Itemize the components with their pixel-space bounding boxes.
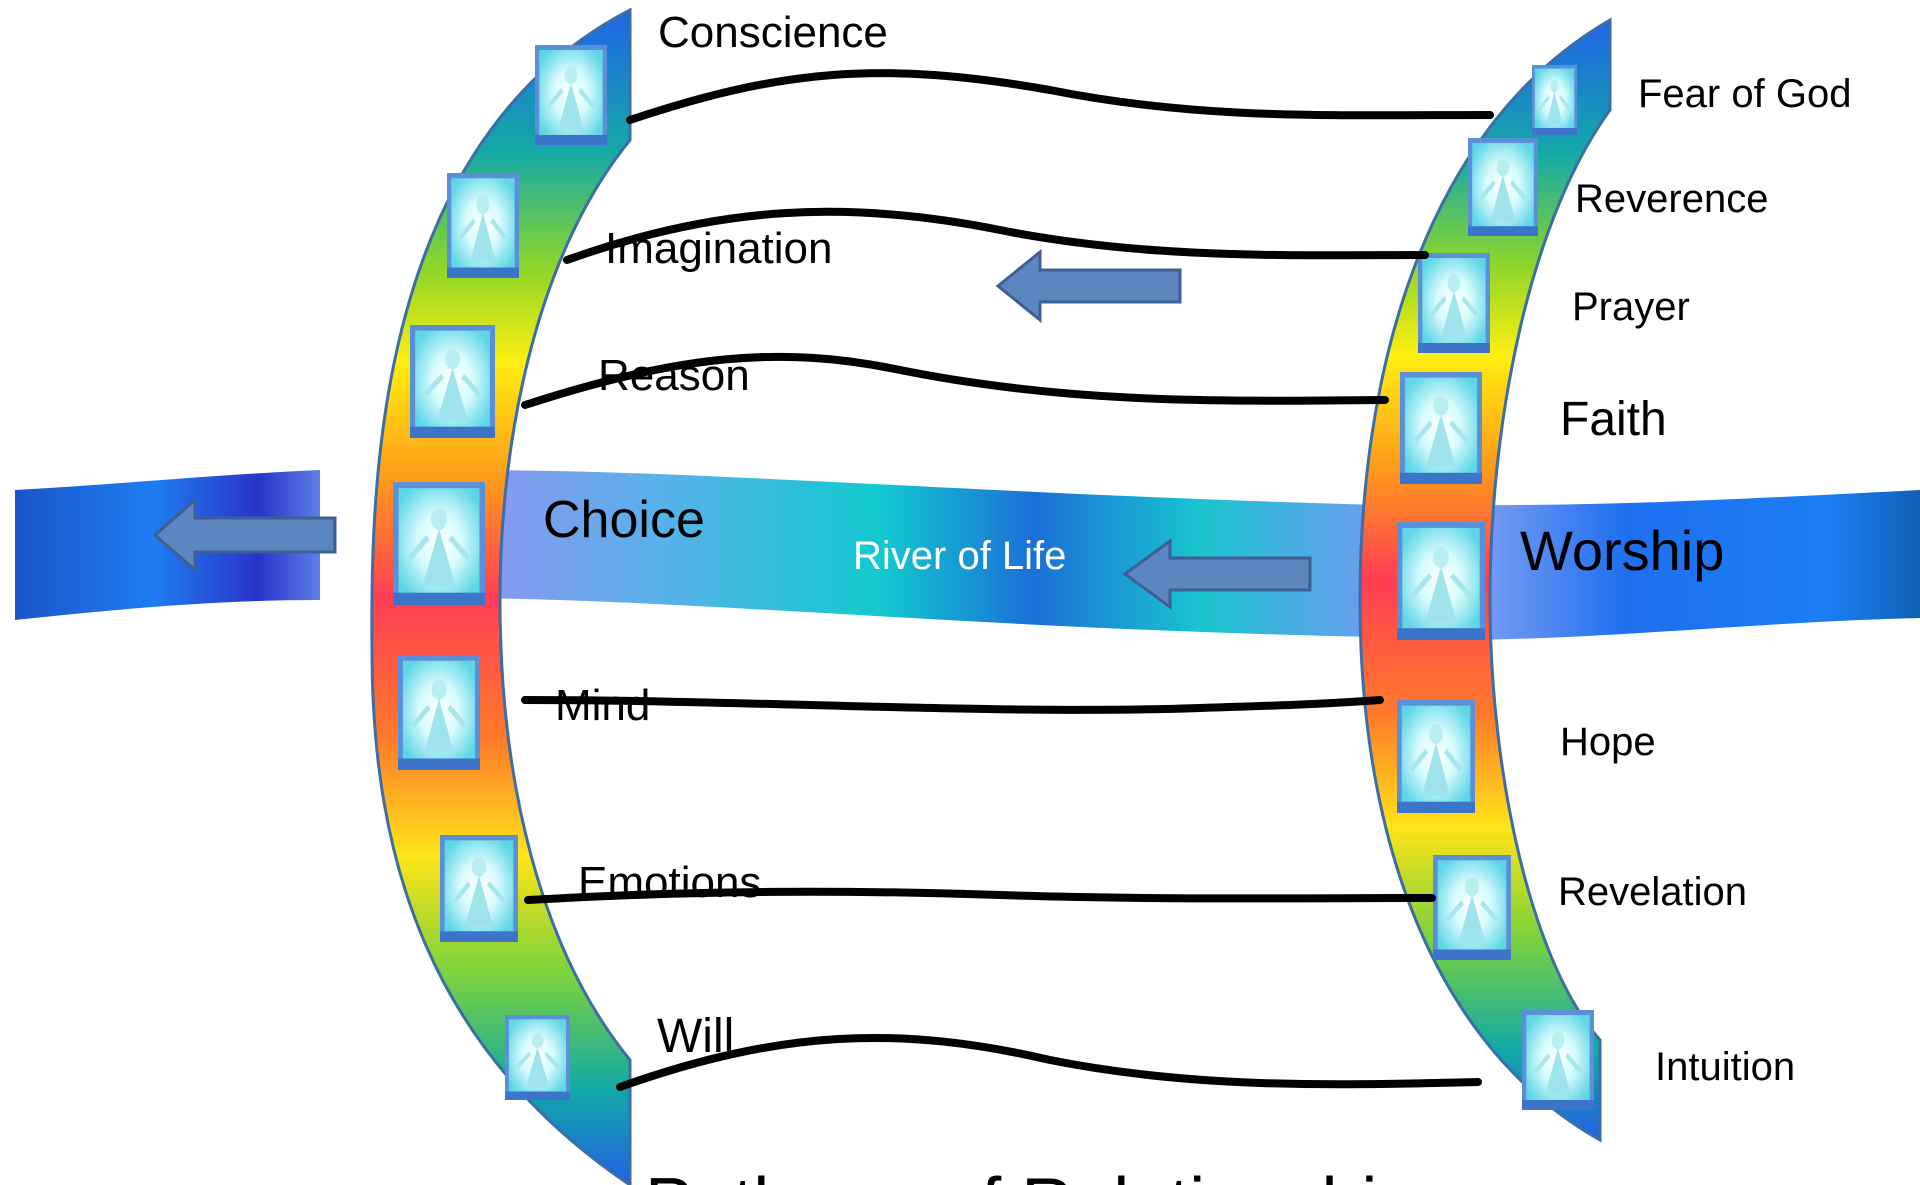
door-with-figure-icon	[1530, 63, 1579, 137]
door-with-figure-icon	[447, 173, 519, 278]
door-with-figure-icon	[1418, 253, 1490, 353]
left-arrow-icon	[995, 248, 1182, 324]
door-with-figure-icon	[1397, 700, 1475, 813]
label-reason: Reason	[598, 351, 750, 400]
line-emotions-revelation	[524, 887, 1436, 904]
line-mind-hope	[521, 696, 1384, 714]
river-of-life-label: River of Life	[853, 534, 1066, 578]
door-with-figure-icon	[440, 835, 518, 942]
label-prayer: Prayer	[1572, 285, 1690, 329]
label-emotions: Emotions	[578, 858, 761, 907]
door-with-figure-icon	[393, 482, 485, 605]
connection-lines	[521, 69, 1494, 1091]
door-with-figure-icon	[1397, 522, 1485, 640]
label-conscience: Conscience	[658, 8, 888, 57]
label-mind: Mind	[555, 681, 650, 730]
label-fear-of-god: Fear of God	[1638, 72, 1851, 116]
door-with-figure-icon	[1433, 855, 1511, 960]
label-imagination: Imagination	[605, 224, 832, 273]
label-choice: Choice	[543, 491, 705, 549]
label-faith: Faith	[1560, 393, 1667, 446]
footer-title: Pathway of Relationship	[645, 1164, 1417, 1185]
door-with-figure-icon	[410, 325, 495, 438]
left-faculties-band	[370, 7, 632, 1185]
label-hope: Hope	[1560, 720, 1656, 764]
line-conscience-fear-of-god	[626, 69, 1494, 124]
door-with-figure-icon	[505, 1015, 570, 1100]
left-arrow-icon	[1122, 538, 1312, 610]
door-with-figure-icon	[1468, 138, 1538, 236]
label-worship: Worship	[1520, 519, 1724, 582]
door-with-figure-icon	[398, 655, 480, 770]
label-reverence: Reverence	[1575, 177, 1768, 221]
line-imagination-reverence	[563, 207, 1429, 264]
label-revelation: Revelation	[1558, 870, 1747, 914]
label-will: Will	[657, 1010, 734, 1063]
door-with-figure-icon	[1400, 372, 1482, 484]
river-right-segment	[1470, 490, 1920, 640]
left-arrow-icon	[152, 496, 337, 574]
label-intuition: Intuition	[1655, 1045, 1795, 1089]
door-with-figure-icon	[535, 45, 607, 145]
line-will-intuition	[616, 1033, 1482, 1091]
door-with-figure-icon	[1522, 1010, 1594, 1110]
line-reason-prayer	[521, 352, 1389, 409]
